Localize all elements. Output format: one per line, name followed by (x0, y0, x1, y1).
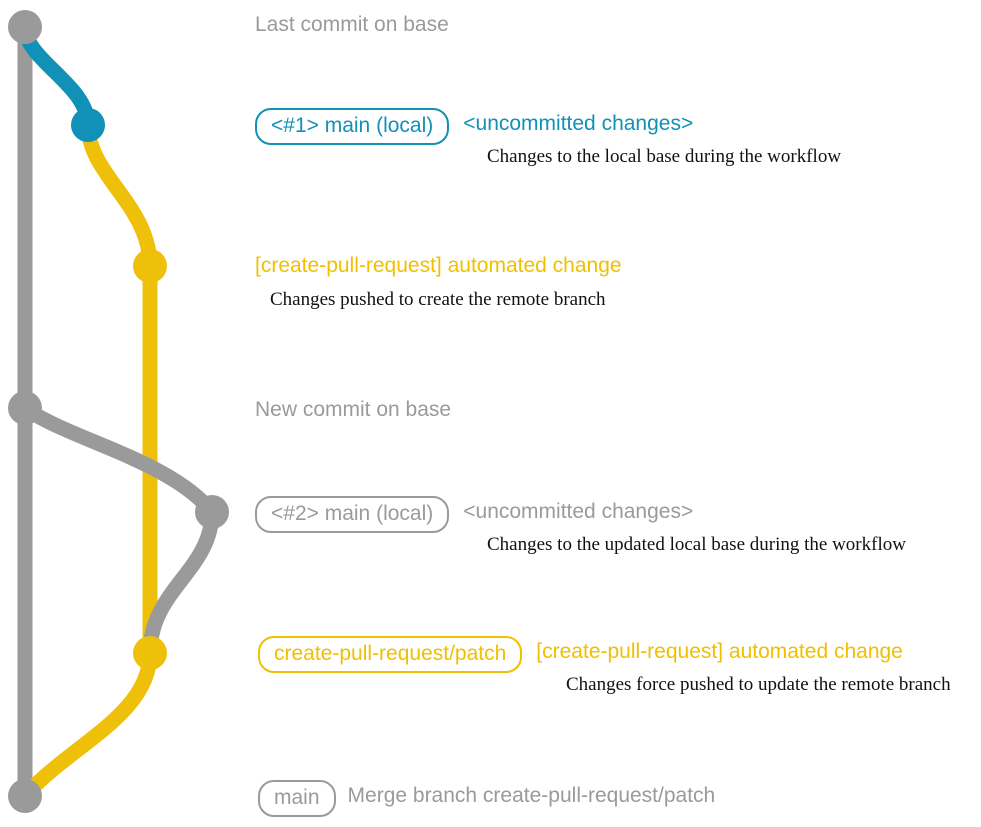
branch-pill-create-pull-request-patch[interactable]: create-pull-request/patch (258, 636, 523, 673)
edge-base-to-main-local-1 (17, 19, 96, 133)
edge-base-new-to-main-local-2 (17, 400, 220, 520)
commit-node-base-merge-commit[interactable] (8, 779, 42, 813)
commit-node-base-last-commit[interactable] (8, 10, 42, 44)
row-merge: main Merge branch create-pull-request/pa… (258, 780, 715, 817)
row-main-local-2: <#2> main (local) <uncommitted changes> (255, 496, 693, 533)
commit-node-local-main-1[interactable] (71, 108, 105, 142)
description-main-local-1: Changes to the local base during the wor… (487, 146, 842, 167)
commit-node-patch-commit-2[interactable] (133, 636, 167, 670)
edge-main-local-1-to-patch-1 (80, 117, 158, 274)
commit-node-local-main-2[interactable] (195, 495, 229, 529)
commit-node-base-new-commit[interactable] (8, 391, 42, 425)
edge-patch-2-to-base-merge (17, 645, 158, 804)
commit-node-patch-commit-1[interactable] (133, 249, 167, 283)
row-automated-change-2: create-pull-request/patch [create-pull-r… (258, 636, 903, 673)
description-main-local-2: Changes to the updated local base during… (487, 534, 906, 555)
note-new-commit-on-base: New commit on base (255, 398, 452, 421)
note-last-commit-on-base: Last commit on base (255, 13, 449, 36)
branch-pill-main-local-2[interactable]: <#2> main (local) (255, 496, 450, 533)
branch-pill-main[interactable]: main (258, 780, 336, 817)
commit-message-automated-change-2: [create-pull-request] automated change (536, 640, 903, 663)
description-automated-change-2: Changes force pushed to update the remot… (566, 674, 951, 695)
branch-pill-main-local-1[interactable]: <#1> main (local) (255, 108, 450, 145)
edge-main-local-2-to-patch-2 (142, 504, 220, 661)
description-automated-change-1: Changes pushed to create the remote bran… (270, 289, 606, 310)
commit-message-automated-change-1: [create-pull-request] automated change (255, 254, 622, 277)
commit-message-main-local-1: <uncommitted changes> (463, 112, 694, 135)
row-main-local-1: <#1> main (local) <uncommitted changes> (255, 108, 693, 145)
commit-message-main-local-2: <uncommitted changes> (463, 500, 694, 523)
commit-message-merge: Merge branch create-pull-request/patch (347, 784, 716, 807)
